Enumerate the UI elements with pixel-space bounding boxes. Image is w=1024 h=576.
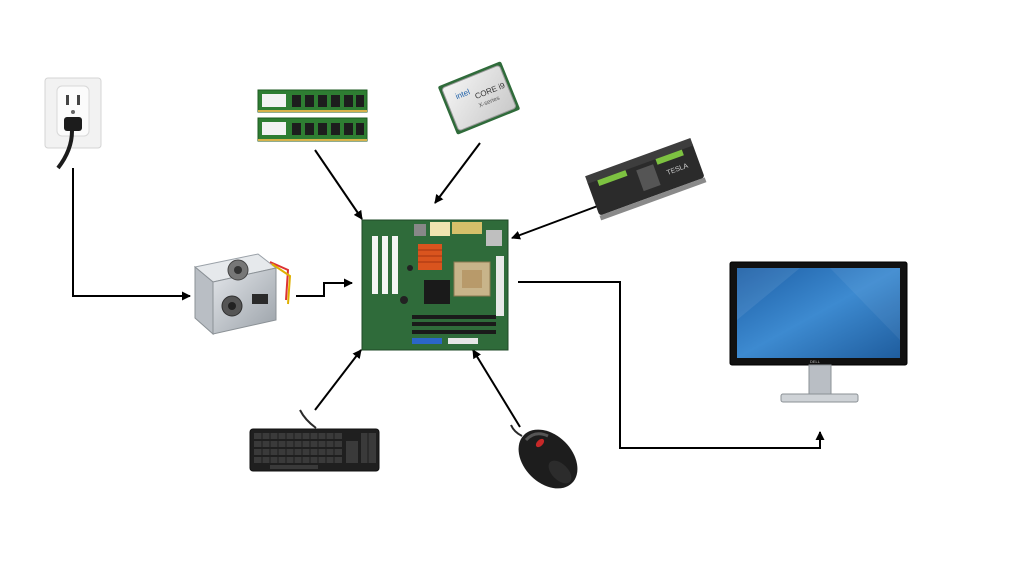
connector-cpu-to-motherboard <box>434 142 481 204</box>
monitor-icon: DELL <box>729 261 908 403</box>
motherboard-icon <box>361 219 509 351</box>
connector-gpu-to-motherboard <box>511 203 604 240</box>
mouse-icon <box>510 424 578 489</box>
power-supply-icon <box>193 253 292 336</box>
cpu-chip-icon: intel CORE i9 X-series <box>438 61 520 135</box>
connector-ram-to-motherboard <box>314 149 363 220</box>
wall-outlet-icon <box>44 77 102 170</box>
connector-psu-to-motherboard <box>296 278 353 297</box>
ram-modules-icon <box>257 89 368 142</box>
connector-mouse-to-motherboard <box>472 349 521 428</box>
connector-keyboard-to-motherboard <box>314 349 362 411</box>
monitor-brand-text: DELL <box>810 359 821 364</box>
graphics-card-icon: TESLA <box>585 137 707 221</box>
keyboard-icon <box>249 409 380 472</box>
connector-outlet-to-psu <box>72 168 191 301</box>
connector-motherboard-to-monitor <box>518 281 825 449</box>
